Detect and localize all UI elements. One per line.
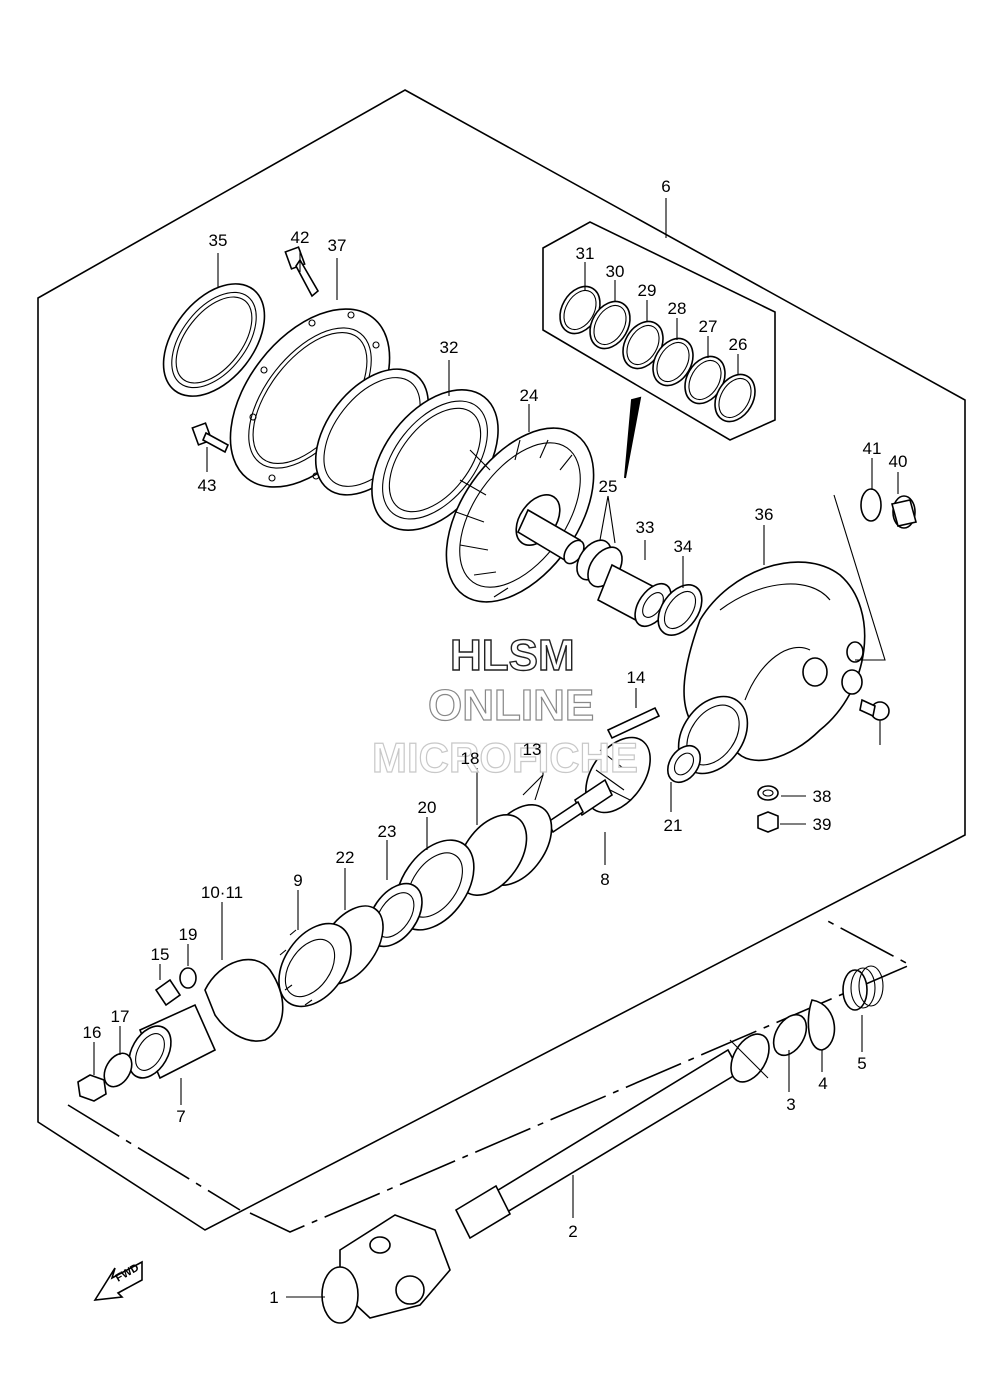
label-12: 13	[523, 740, 542, 759]
watermark-line2: ONLINE	[428, 681, 594, 730]
label-23: 24	[520, 386, 539, 405]
label-3: 3	[786, 1095, 795, 1114]
label-17: 18	[461, 749, 480, 768]
label-37: 38	[813, 787, 832, 806]
label-2: 2	[568, 1222, 577, 1241]
sleeve-7	[128, 1003, 217, 1080]
label-31: 32	[440, 338, 459, 357]
label-20: 21	[664, 816, 683, 835]
assembly-outline-main	[37, 89, 966, 1231]
label-7: 7	[176, 1107, 185, 1126]
label-15: 16	[83, 1023, 102, 1042]
label-30: 31	[576, 244, 595, 263]
bolt-43	[859, 698, 890, 721]
label-28: 29	[638, 281, 657, 300]
label-38: 39	[813, 815, 832, 834]
label-26: 27	[699, 317, 718, 336]
label-32: 33	[636, 518, 655, 537]
label-41: 42	[291, 228, 310, 247]
label-14: 15	[151, 945, 170, 964]
ring-gear-23	[445, 427, 595, 603]
shim-group-outline	[542, 221, 776, 441]
label-4: 4	[818, 1074, 827, 1093]
label-10-11: 10·11	[201, 883, 243, 902]
label-16: 17	[111, 1007, 130, 1026]
gasket-10-11	[204, 958, 284, 1042]
label-13: 14	[627, 668, 646, 687]
label-27: 28	[668, 299, 687, 318]
circlip-4	[807, 999, 836, 1051]
part-labels: 35 42 37 43 32 6 31 30 29 28 27 26 24 25…	[83, 177, 908, 1307]
bolt-41	[284, 246, 320, 298]
label-29: 30	[606, 262, 625, 281]
watermark-line3: MICROFICHE	[372, 734, 638, 781]
watermark-line1: HLSM	[450, 631, 575, 680]
leader-lines	[93, 198, 899, 1298]
stud-13	[606, 706, 661, 740]
label-39: 40	[889, 452, 908, 471]
label-18: 19	[179, 925, 198, 944]
label-1: 1	[269, 1288, 278, 1307]
washer-18	[179, 967, 197, 989]
label-34: 35	[209, 231, 228, 250]
label-33: 34	[674, 537, 693, 556]
bearing-ring-31	[314, 368, 499, 531]
nut-38	[757, 811, 779, 833]
label-5: 5	[857, 1054, 866, 1073]
shaft-assembly-outline	[67, 917, 912, 1233]
shim-pointer-arrow	[624, 396, 642, 479]
drive-shaft-2	[454, 1033, 770, 1240]
label-35: 36	[755, 505, 774, 524]
label-9: 9	[293, 871, 302, 890]
label-8: 8	[600, 870, 609, 889]
shim-set	[559, 285, 756, 423]
oil-seal-34	[162, 283, 266, 397]
gasket-40	[860, 488, 882, 522]
label-40: 41	[863, 439, 882, 458]
seal-33	[657, 584, 703, 636]
fwd-arrow-icon: FWD	[93, 1260, 143, 1301]
spring-5	[842, 965, 884, 1011]
universal-joint-1	[321, 1214, 451, 1324]
bearing-3	[772, 1013, 808, 1057]
label-21: 22	[336, 848, 355, 867]
pinion-gear-8	[546, 736, 651, 834]
label-19: 20	[418, 798, 437, 817]
washer-16	[103, 1052, 133, 1088]
retainer-9	[278, 922, 352, 1008]
bearing-20	[666, 744, 702, 784]
label-36: 37	[328, 236, 347, 255]
gear-case-35	[677, 561, 866, 775]
label-25: 26	[729, 335, 748, 354]
label-22: 23	[378, 822, 397, 841]
drain-plug-39	[891, 495, 917, 529]
nut-15	[77, 1074, 107, 1102]
label-42: 43	[198, 476, 217, 495]
label-24: 25	[599, 477, 618, 496]
washer-37	[757, 785, 779, 801]
label-6: 6	[661, 177, 670, 196]
bolt-14	[154, 978, 182, 1007]
leader-35-case	[833, 494, 886, 661]
bolt-42	[191, 422, 230, 454]
